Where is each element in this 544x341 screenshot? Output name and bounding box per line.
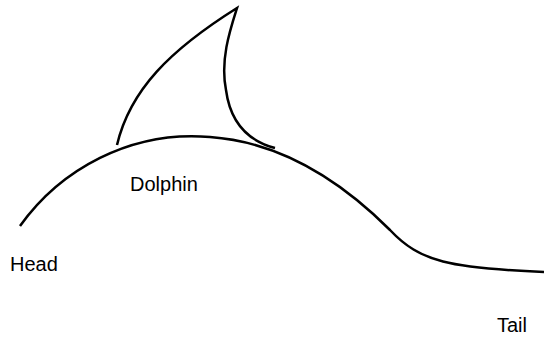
head-label: Head xyxy=(10,252,58,276)
dorsal-fin xyxy=(117,8,275,148)
tail-label: Tail xyxy=(497,313,527,337)
dolphin-body xyxy=(20,136,544,272)
body-label: Dolphin xyxy=(130,172,198,196)
